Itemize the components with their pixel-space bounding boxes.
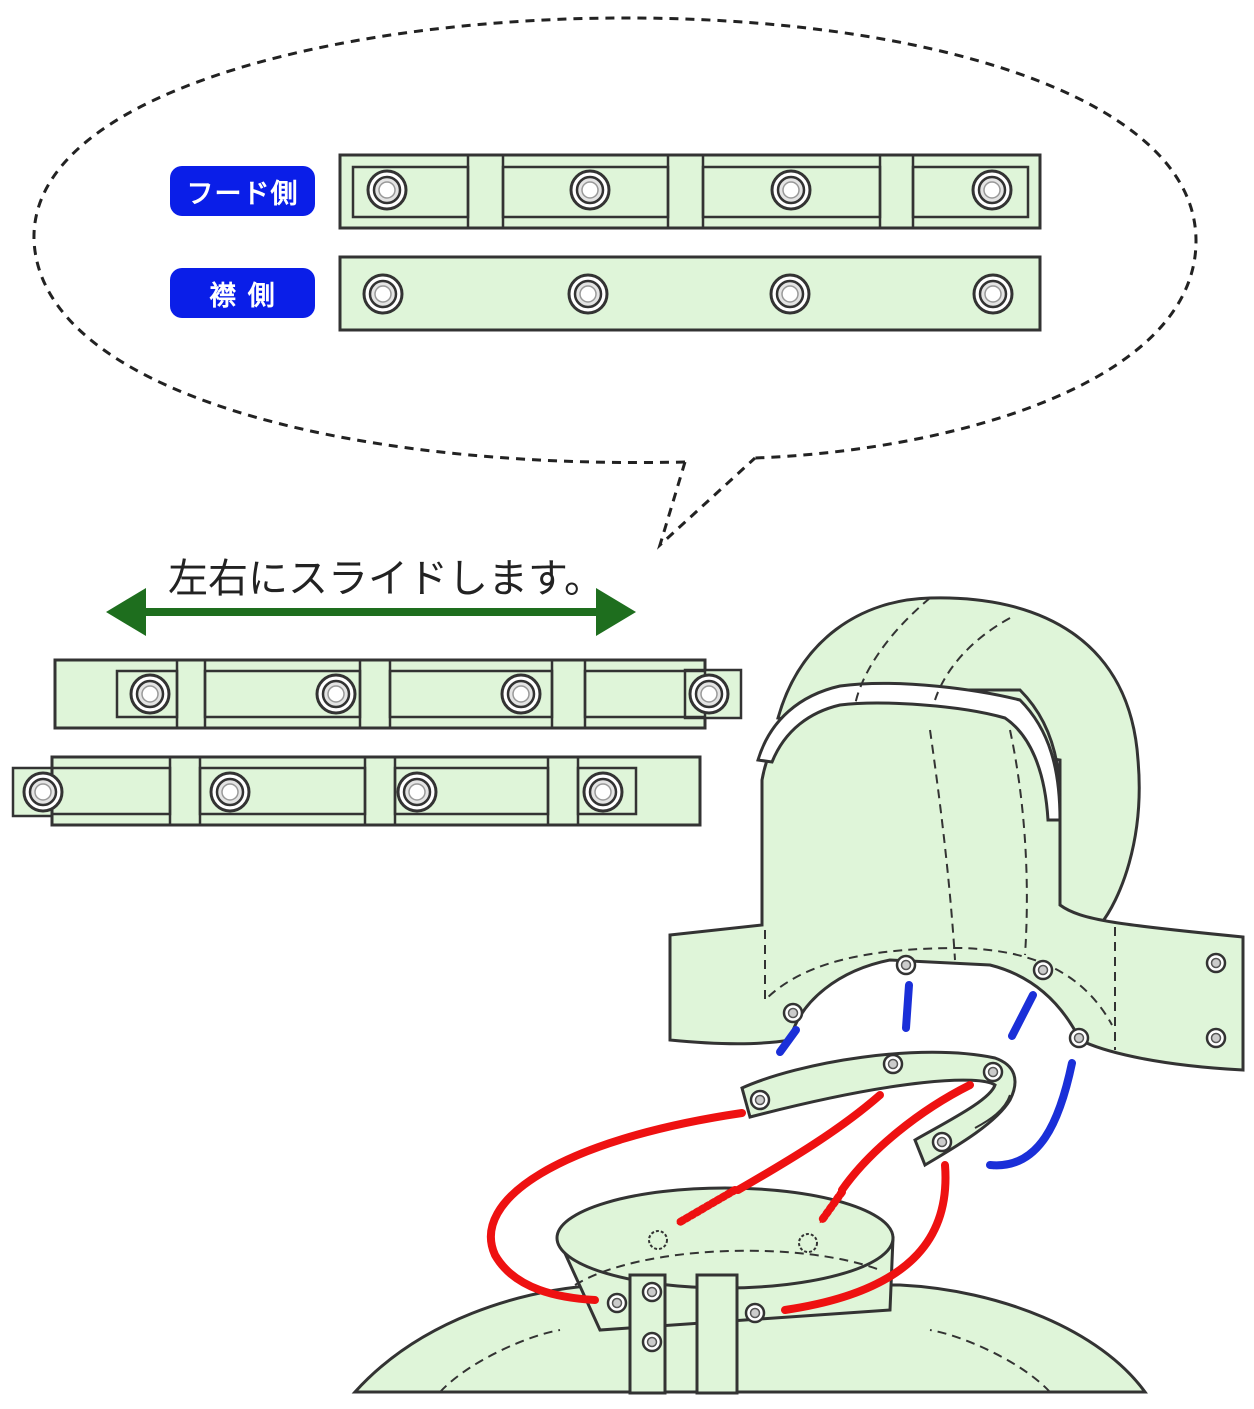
double-arrow-icon (106, 588, 636, 636)
hood-side-label: フード側 (186, 178, 299, 210)
hood-side-badge: フード側 (170, 166, 315, 216)
hood (668, 596, 1245, 1072)
slide-caption: 左右にスライドします。 (168, 556, 604, 602)
red-arrows (486, 1081, 974, 1314)
hood-side-strip (338, 153, 1042, 230)
collar-side-strip (338, 255, 1042, 332)
slider-strip-lower (11, 755, 702, 827)
detail-callout-bubble (32, 16, 1198, 550)
blue-arrows (776, 981, 1076, 1170)
curved-snap-strip (740, 1050, 1017, 1168)
collar-side-label: 襟 側 (209, 280, 276, 312)
collar-side-badge: 襟 側 (170, 268, 315, 318)
slider-strip-upper (53, 658, 743, 730)
jacket-body (351, 1283, 1148, 1394)
